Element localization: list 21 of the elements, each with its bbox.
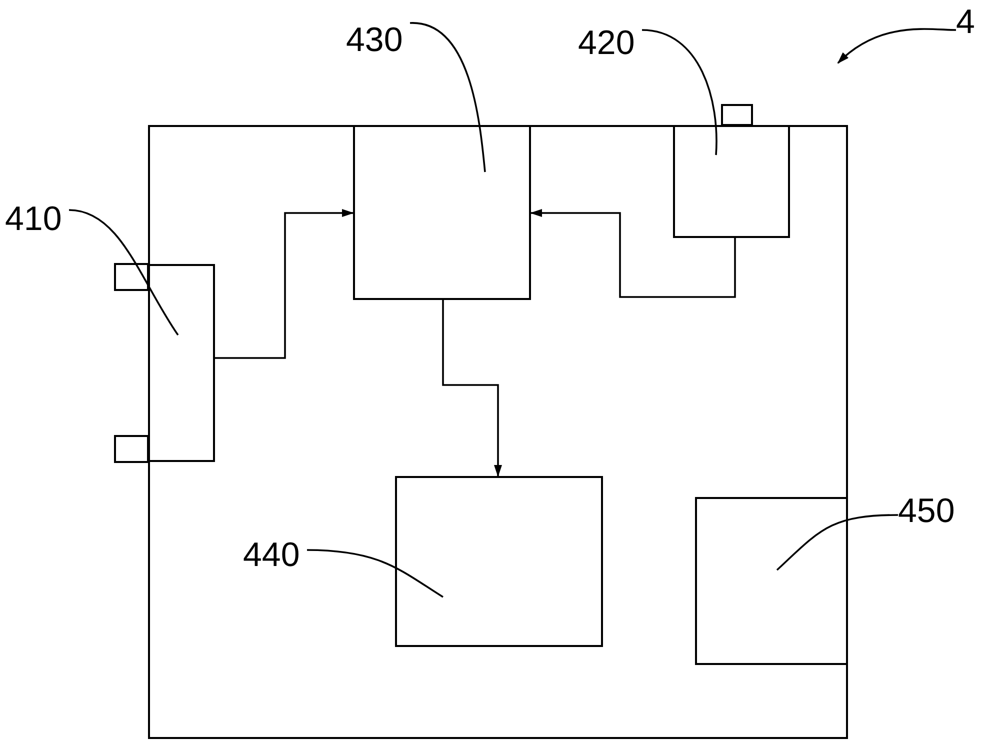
component-box [395,476,603,647]
leader-line [306,549,444,598]
arrow [530,209,736,298]
arrow [215,209,354,359]
component-box [353,125,531,300]
leader-line [642,29,718,156]
leader-line [410,22,486,172]
component-box [148,264,215,462]
arrow [442,300,502,477]
callout-number: 440 [243,538,307,574]
leader-line [776,514,898,571]
leader-line [68,209,179,336]
leader-line [837,28,956,64]
callout-number: 410 [5,202,69,238]
component-box [673,125,790,238]
callout-number: 450 [898,494,962,530]
callout-number: 420 [578,26,642,62]
component-box [148,125,848,739]
callout-number: 4 [956,5,982,41]
component-box [695,497,848,665]
callout-number: 430 [346,23,410,59]
